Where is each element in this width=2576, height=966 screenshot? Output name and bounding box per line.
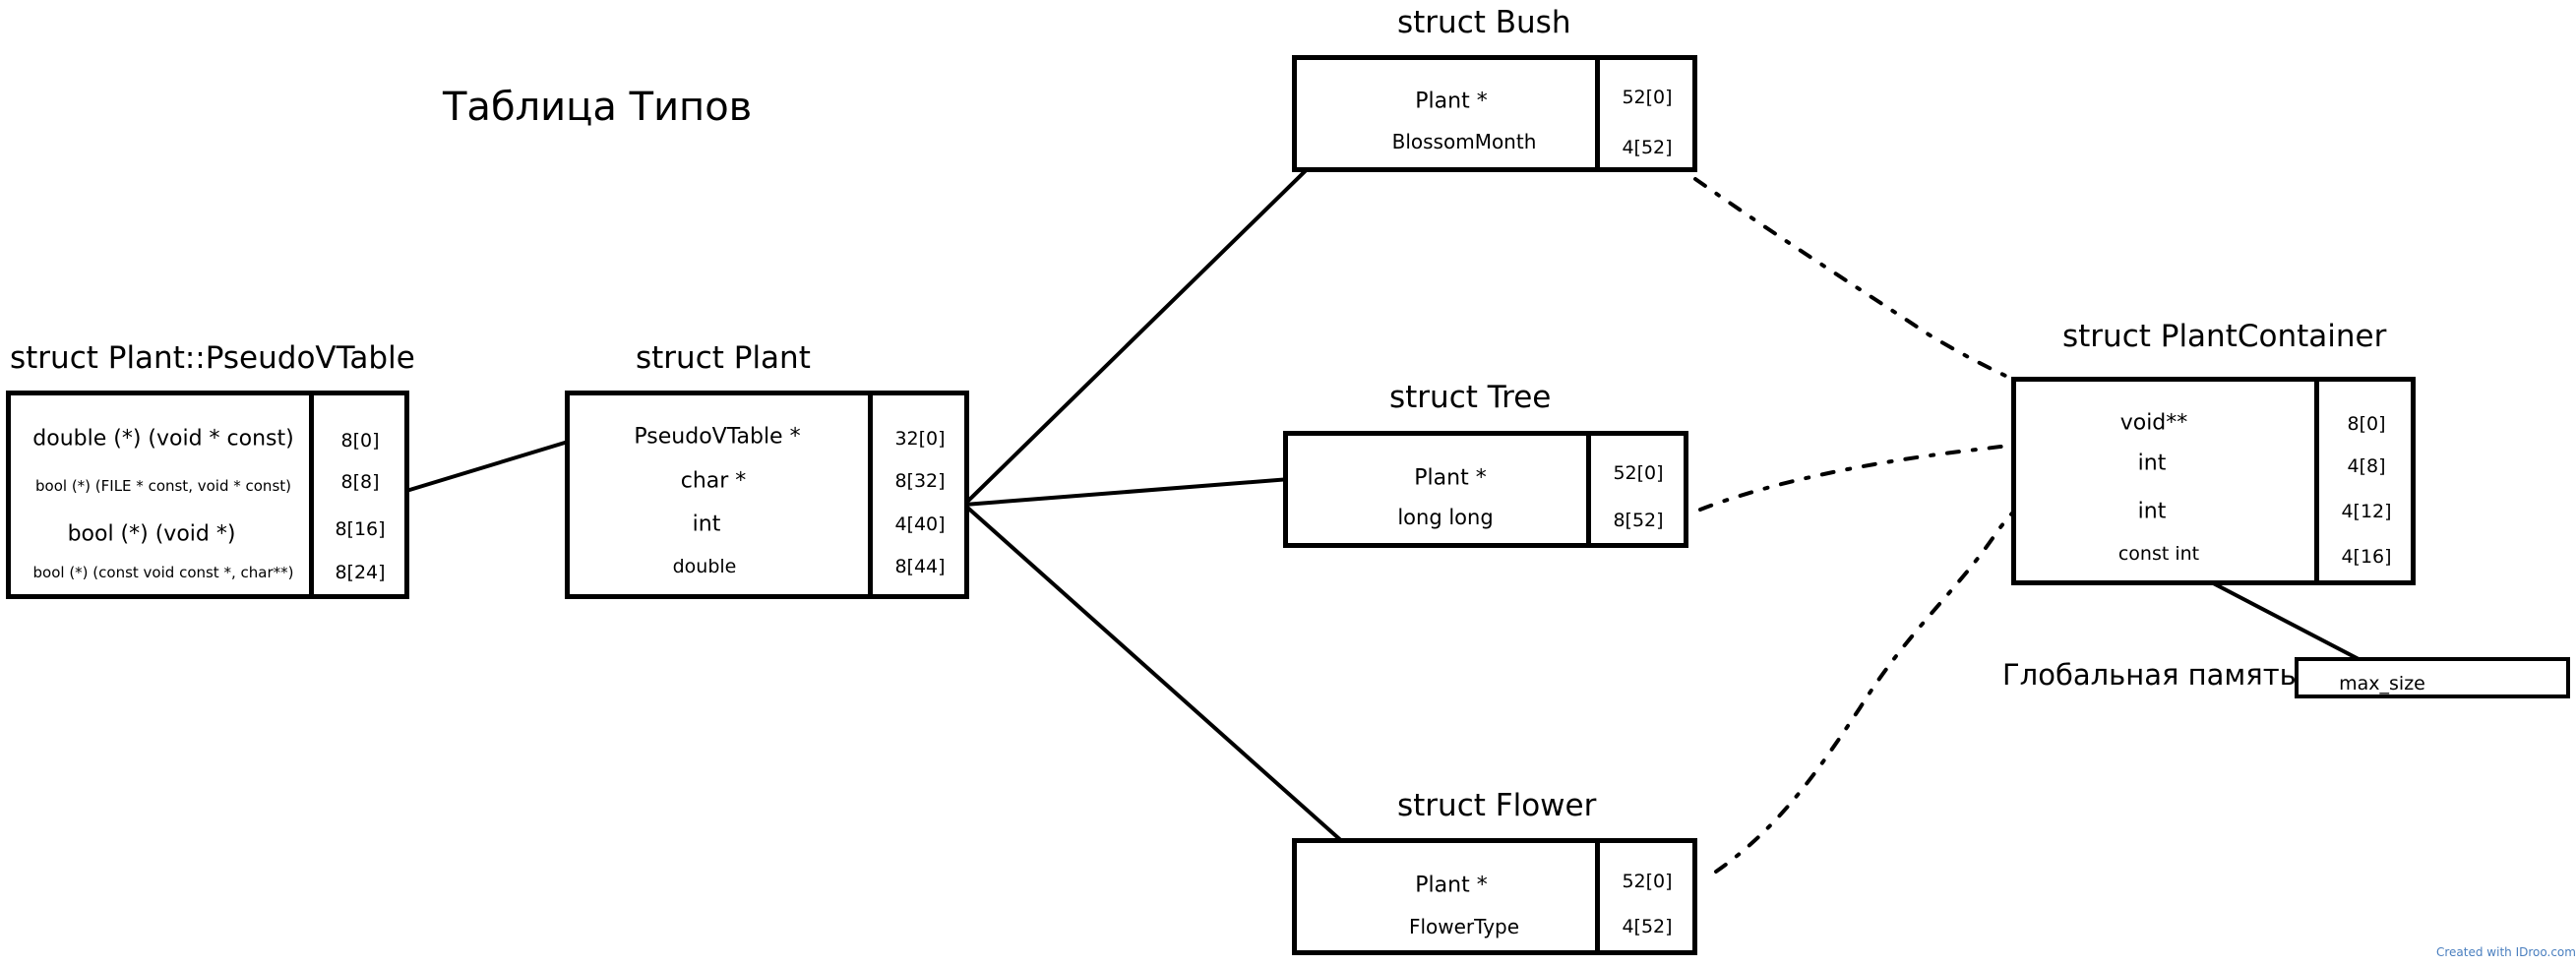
vtable-row-type: bool (*) (const void const *, char**) <box>32 564 294 581</box>
bush-divider <box>1595 60 1600 167</box>
container-row-type: int <box>2137 499 2167 524</box>
plant-row-type: PseudoVTable * <box>634 424 801 450</box>
container-box: void** int int const int 8[0] 4[8] 4[12]… <box>2011 377 2416 585</box>
plant-divider <box>868 395 873 594</box>
container-row-offset: 8[0] <box>2347 413 2386 435</box>
vtable-row-type: bool (*) (void *) <box>67 521 236 547</box>
flower-box: Plant * FlowerType 52[0] 4[52] <box>1292 838 1697 955</box>
vtable-row-offset: 8[8] <box>340 471 380 493</box>
link-plant-flower <box>962 503 1392 886</box>
global-memory-value: max_size <box>2339 673 2425 694</box>
plant-row-type: double <box>672 556 737 577</box>
vtable-row-offset: 8[0] <box>340 430 380 452</box>
vtable-box: double (*) (void * const) bool (*) (FILE… <box>6 391 409 599</box>
plant-row-offset: 32[0] <box>894 428 946 450</box>
vtable-row-offset: 8[16] <box>335 518 386 540</box>
flower-row-offset: 52[0] <box>1622 871 1673 892</box>
vtable-row-offset: 8[24] <box>335 562 386 583</box>
bush-row-offset: 4[52] <box>1622 137 1673 158</box>
flower-row-type: Plant * <box>1415 873 1488 898</box>
plant-row-offset: 8[44] <box>894 556 946 577</box>
vtable-divider <box>309 395 314 594</box>
tree-title: struct Tree <box>1389 380 1552 415</box>
tree-row-offset: 52[0] <box>1613 462 1664 484</box>
tree-divider <box>1586 436 1591 543</box>
container-row-type: const int <box>2117 543 2200 565</box>
flower-row-type: FlowerType <box>1408 915 1520 938</box>
plant-title: struct Plant <box>636 340 811 376</box>
vtable-title: struct Plant::PseudoVTable <box>10 340 415 376</box>
flower-divider <box>1595 843 1600 950</box>
container-row-offset: 4[16] <box>2341 546 2392 568</box>
bush-row-type: BlossomMonth <box>1391 130 1537 153</box>
bush-title: struct Bush <box>1397 5 1571 40</box>
container-row-offset: 4[12] <box>2341 501 2392 522</box>
plant-row-type: int <box>692 512 721 537</box>
bush-row-offset: 52[0] <box>1622 87 1673 108</box>
container-row-type: int <box>2137 451 2167 476</box>
tree-row-type: Plant * <box>1414 465 1487 491</box>
diagram-heading: Таблица Типов <box>443 85 753 130</box>
global-memory-box: max_size <box>2295 657 2570 698</box>
link-vtable-plant <box>404 434 589 493</box>
vtable-row-type: double (*) (void * const) <box>32 426 294 452</box>
container-row-offset: 4[8] <box>2347 455 2386 477</box>
tree-box: Plant * long long 52[0] 8[52] <box>1283 431 1688 548</box>
credit-link[interactable]: Created with IDroo.com <box>2436 945 2576 959</box>
bush-row-type: Plant * <box>1415 89 1488 114</box>
tree-row-type: long long <box>1397 506 1494 529</box>
container-divider <box>2314 382 2319 580</box>
bush-box: Plant * BlossomMonth 52[0] 4[52] <box>1292 55 1697 172</box>
container-title: struct PlantContainer <box>2062 319 2387 354</box>
flower-row-offset: 4[52] <box>1622 916 1673 937</box>
vtable-row-type: bool (*) (FILE * const, void * const) <box>35 477 291 495</box>
plant-row-type: char * <box>680 468 747 494</box>
plant-box: PseudoVTable * char * int double 32[0] 8… <box>565 391 969 599</box>
plant-row-offset: 4[40] <box>894 513 946 535</box>
flower-title: struct Flower <box>1397 788 1597 823</box>
tree-row-offset: 8[52] <box>1613 510 1664 531</box>
container-row-type: void** <box>2119 410 2188 436</box>
plant-row-offset: 8[32] <box>894 470 946 492</box>
global-memory-label: Глобальная память <box>2002 658 2297 692</box>
